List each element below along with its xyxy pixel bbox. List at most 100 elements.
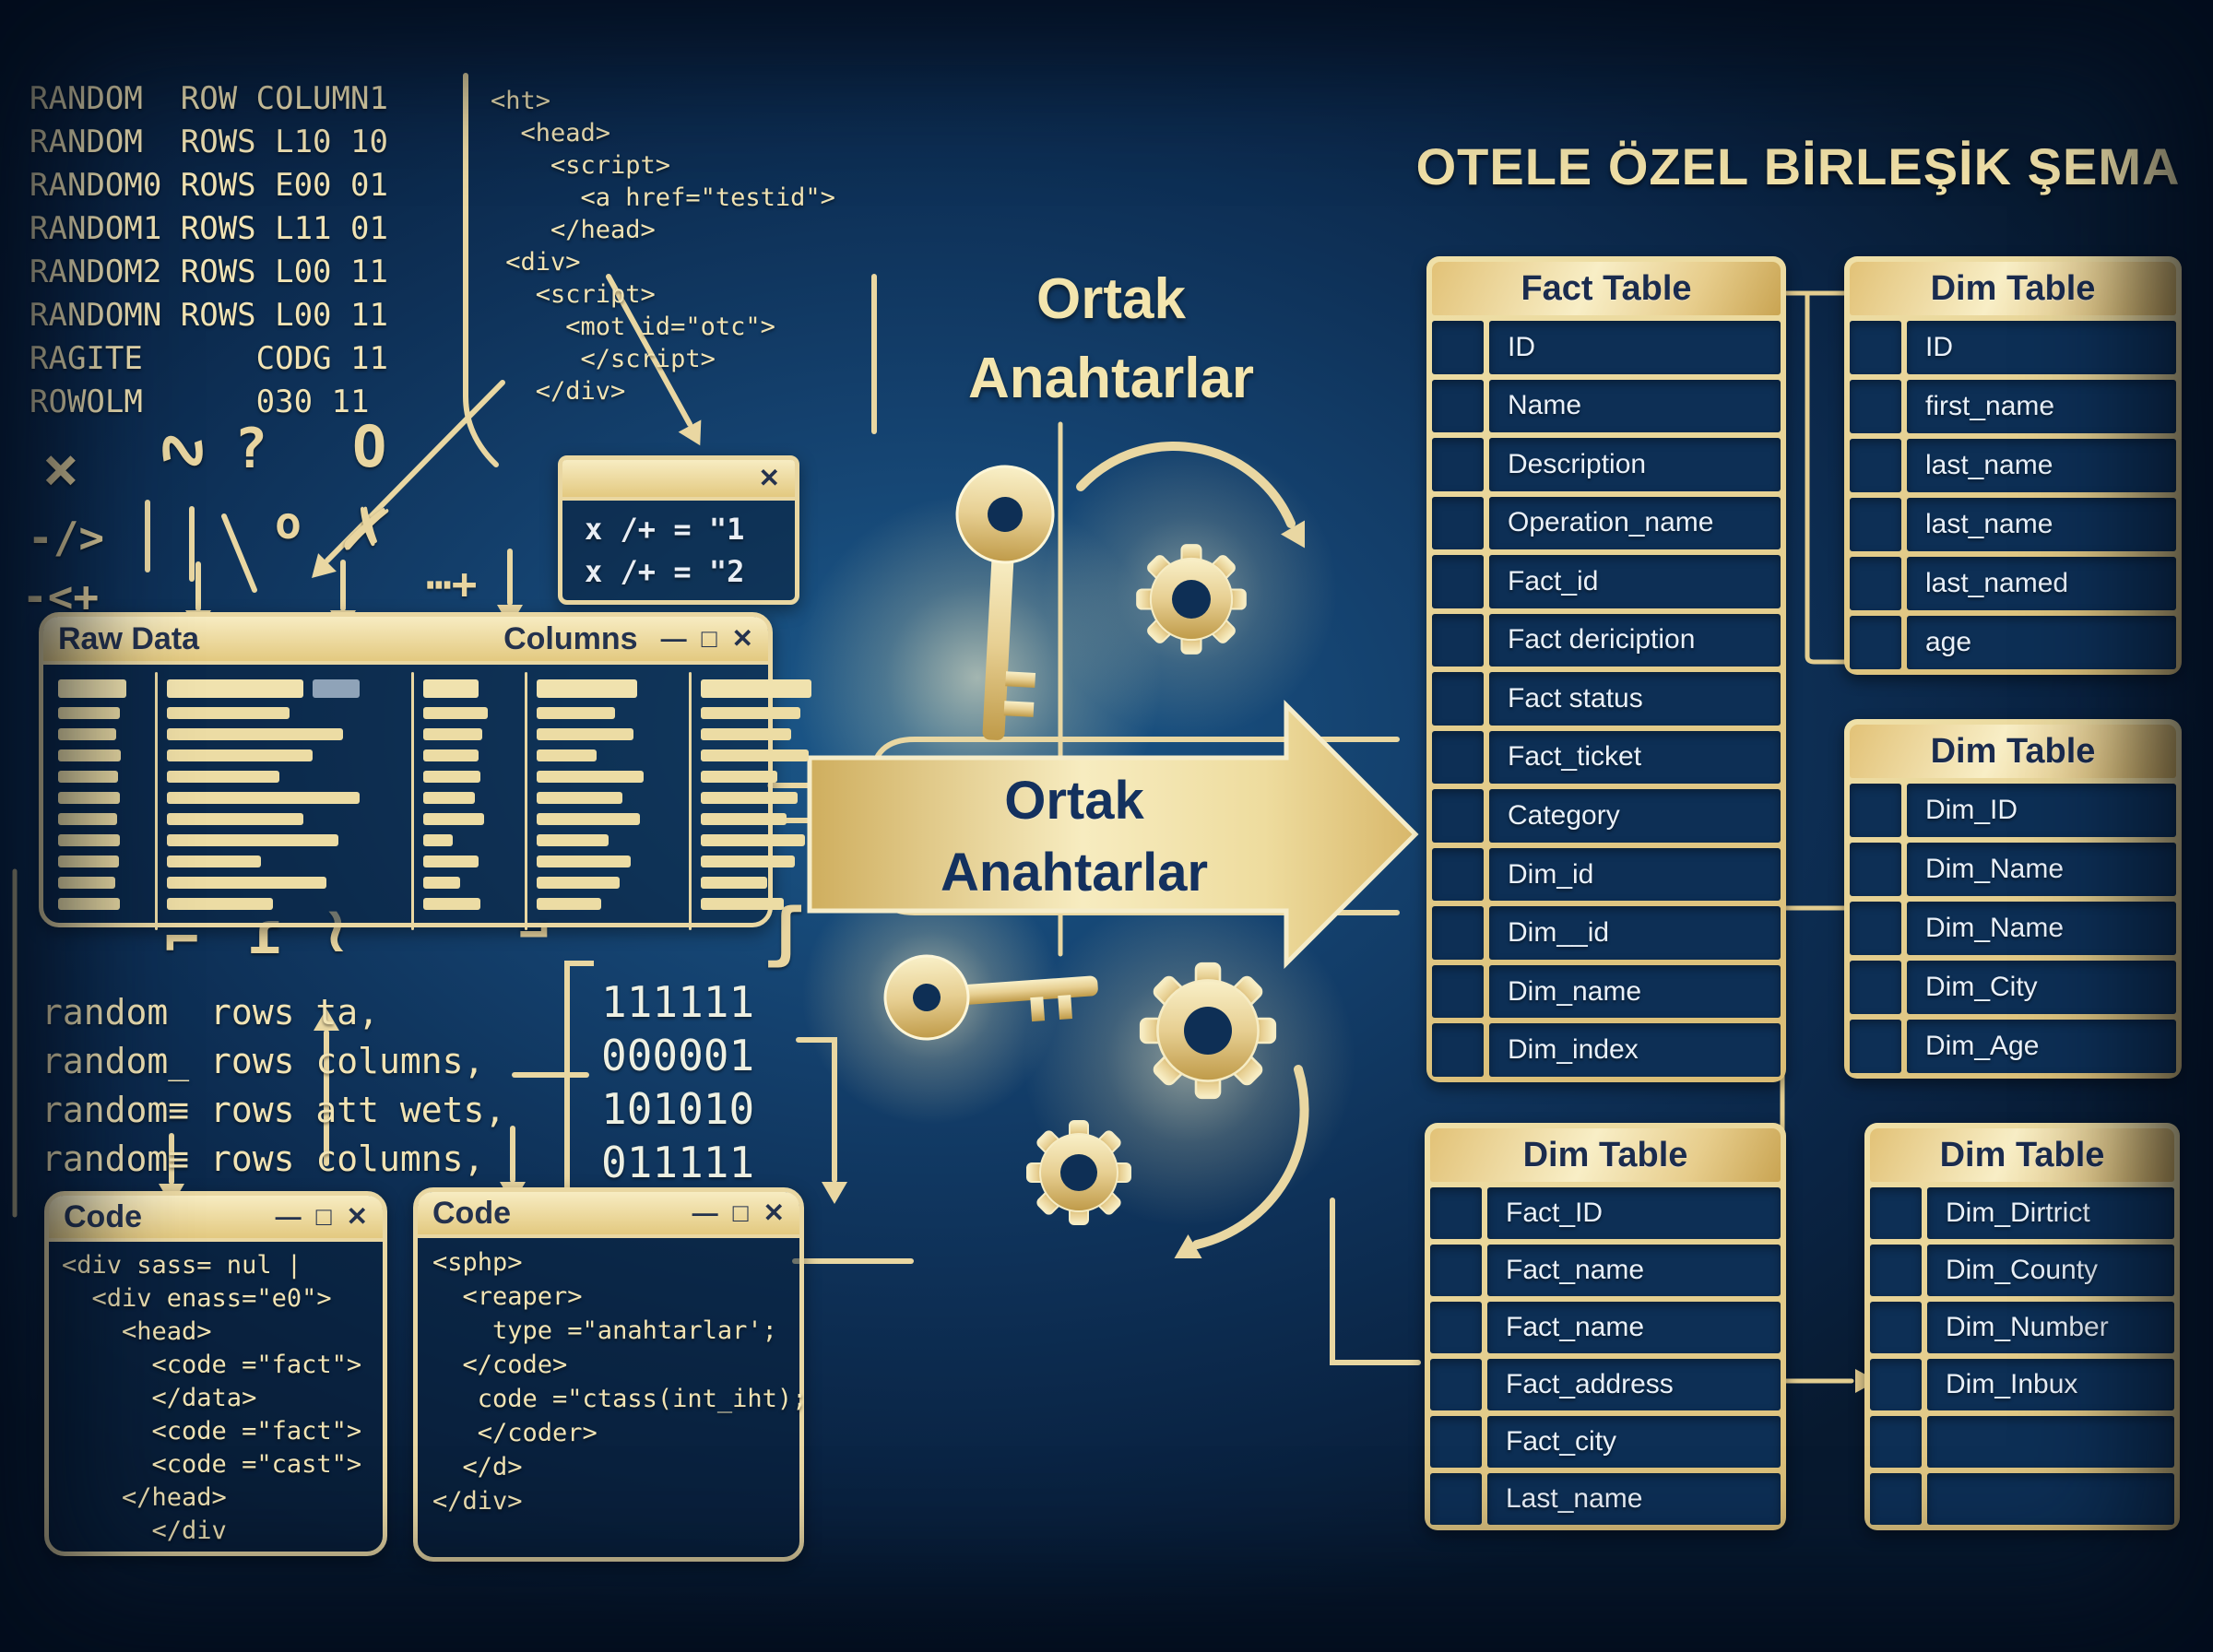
field-name: last_name — [1907, 498, 2176, 551]
key-icon — [955, 465, 1055, 740]
data-bar — [167, 771, 280, 783]
key-cell — [1430, 1302, 1482, 1353]
table-title: Dim Table — [1430, 1128, 1781, 1182]
data-bar — [537, 792, 622, 804]
minimize-icon[interactable]: — — [692, 1198, 718, 1227]
field-name: last_name — [1907, 439, 2176, 492]
maximize-icon[interactable]: □ — [315, 1202, 332, 1231]
dim-table-1: Dim Table ID first_name last_name last_name… — [1844, 256, 2182, 675]
table-row: Dim_County — [1870, 1245, 2174, 1296]
close-icon[interactable]: ✕ — [731, 624, 753, 653]
table-row: Dim_id — [1432, 847, 1781, 902]
key-cell — [1850, 961, 1901, 1014]
table-row: last_name — [1850, 498, 2176, 551]
field-name: last_named — [1907, 557, 2176, 610]
doodle-glyph: O — [352, 413, 387, 480]
data-bar — [701, 877, 767, 889]
data-bar — [423, 707, 488, 719]
key-cell — [1850, 498, 1901, 551]
key-cell — [1870, 1302, 1922, 1353]
random-rows-text: random rows ta, random_ rows columns, ra… — [41, 992, 506, 1228]
field-name: Dim_Age — [1907, 1020, 2176, 1073]
data-bar — [537, 834, 609, 846]
data-bar — [167, 728, 344, 740]
table-row: Dim_Name — [1850, 902, 2176, 955]
column-divider — [155, 672, 158, 930]
rotate-arrow — [1076, 442, 1296, 528]
key-icon — [883, 954, 1098, 1041]
doodle-glyph: -/> — [28, 513, 105, 562]
data-bar — [701, 707, 800, 719]
field-name — [1927, 1473, 2174, 1525]
table-row: Last_name — [1430, 1473, 1781, 1525]
column-divider — [525, 672, 527, 930]
minimize-icon[interactable]: — — [660, 624, 687, 653]
data-bar — [58, 749, 122, 761]
field-name: Dim_County — [1927, 1245, 2174, 1296]
table-row: Fact_name — [1430, 1245, 1781, 1296]
data-bar — [537, 856, 632, 867]
doodle-glyph: ? — [234, 417, 268, 481]
field-name: Fact_city — [1487, 1416, 1781, 1468]
window-title: Code — [432, 1195, 511, 1231]
data-bar — [58, 707, 120, 719]
data-bar — [58, 813, 117, 825]
data-bar — [423, 749, 479, 761]
table-title: Dim Table — [1850, 262, 2176, 315]
field-name — [1927, 1416, 2174, 1468]
header-bar — [537, 679, 637, 698]
key-cell — [1850, 321, 1901, 374]
maximize-icon[interactable]: □ — [701, 624, 717, 653]
field-name: Fact_id — [1489, 555, 1781, 608]
data-bar — [167, 856, 261, 867]
data-column — [692, 672, 848, 930]
key-cell — [1850, 557, 1901, 610]
close-icon[interactable]: ✕ — [763, 1198, 785, 1227]
window-title: Raw Data — [58, 620, 200, 656]
close-icon[interactable]: ✕ — [346, 1202, 368, 1231]
key-cell — [1432, 789, 1484, 843]
code-content: <div sass= nul | <div enass="e0"> <head>… — [62, 1251, 362, 1545]
table-row: Dim_City — [1850, 961, 2176, 1014]
data-bar — [58, 728, 116, 740]
field-name: ID — [1907, 321, 2176, 374]
table-row: ID — [1432, 321, 1781, 374]
table-row — [1870, 1416, 2174, 1468]
popup-titlebar: ✕ — [562, 460, 795, 501]
column-divider — [689, 672, 692, 930]
table-row: last_name — [1850, 439, 2176, 492]
table-row: Operation_name — [1432, 496, 1781, 550]
table-row: Dim_Inbux — [1870, 1359, 2174, 1410]
data-bar — [58, 834, 121, 846]
header-bar — [701, 679, 811, 698]
table-row: Fact_address — [1430, 1359, 1781, 1410]
key-cell — [1850, 784, 1901, 837]
data-bar — [423, 877, 460, 889]
doodle-glyph: o — [275, 498, 302, 549]
field-name: Fact_address — [1487, 1359, 1781, 1410]
raw-listing: RANDOM ROW COLUMN1 RANDOM ROWS L10 10 RA… — [30, 80, 388, 420]
data-bar — [537, 813, 640, 825]
field-name: Dim_Name — [1907, 843, 2176, 896]
raw-data-grid — [43, 665, 811, 938]
page-title: OTELE ÖZEL BİRLEŞİK ŞEMA — [1415, 137, 2181, 195]
header-bar — [58, 679, 127, 698]
key-cell — [1430, 1359, 1482, 1410]
table-row: Dim_Name — [1850, 843, 2176, 896]
doodle-glyph: × — [42, 433, 79, 504]
table-row: Dim_name — [1432, 964, 1781, 1019]
field-name: Fact_ticket — [1489, 730, 1781, 785]
key-cell — [1432, 321, 1484, 374]
close-icon[interactable]: ✕ — [758, 464, 780, 492]
data-bar — [423, 813, 484, 825]
data-bar — [701, 834, 805, 846]
maximize-icon[interactable]: □ — [732, 1198, 749, 1227]
table-row: first_name — [1850, 380, 2176, 433]
minimize-icon[interactable]: — — [275, 1202, 302, 1231]
